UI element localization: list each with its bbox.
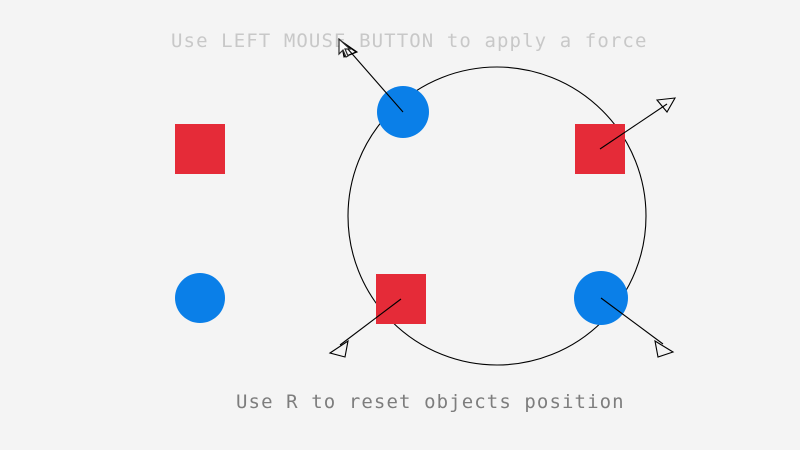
force-vector-square-right [599,97,677,150]
body-square-left[interactable] [175,124,225,174]
hint-text-bottom: Use R to reset objects position [236,391,625,413]
force-vector-circle-bottom-right [600,297,675,358]
arrowhead-icon [654,339,675,358]
arrowhead-icon [328,339,349,358]
force-vector-square-bottom [328,298,402,358]
body-circle-left[interactable] [175,273,225,323]
boundary-circle [347,66,647,366]
arrowhead-icon [655,97,677,113]
hint-text-top: Use LEFT MOUSE BUTTON to apply a force [171,30,648,52]
